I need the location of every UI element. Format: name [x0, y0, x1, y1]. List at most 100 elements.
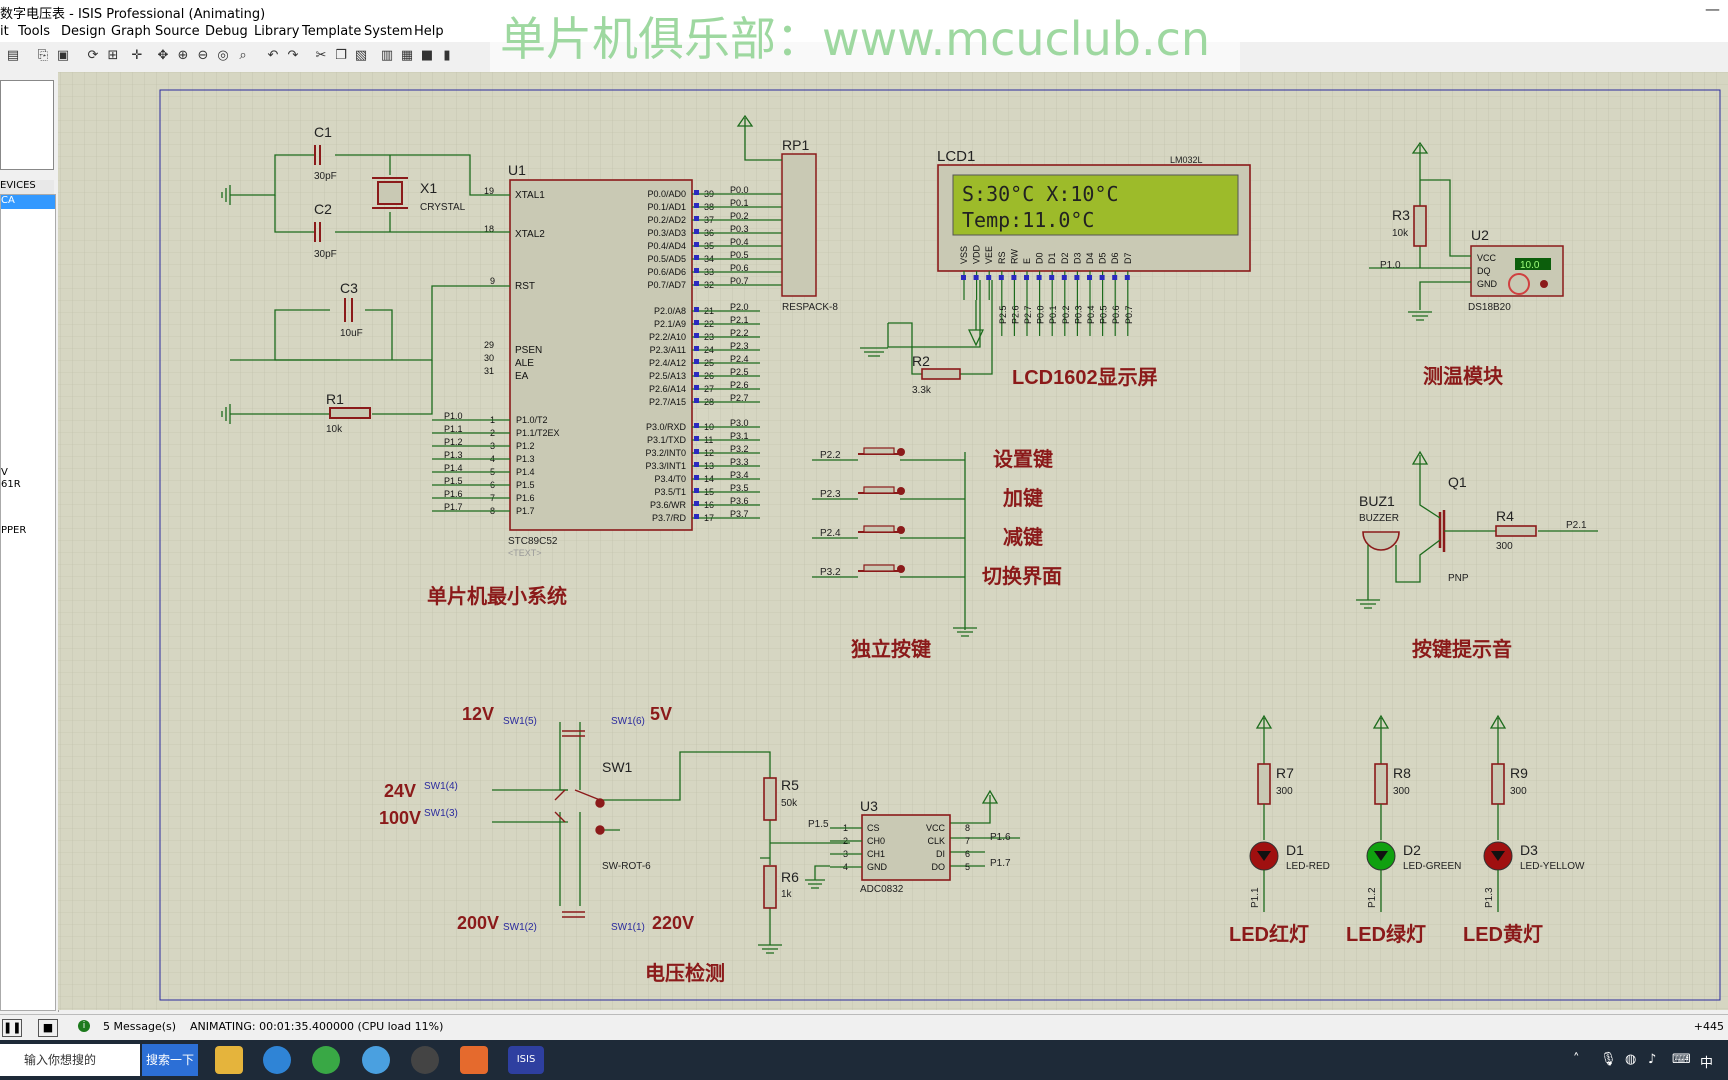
minimize-button[interactable]: — [1705, 0, 1720, 18]
refresh-icon[interactable]: ⟳ [87, 48, 99, 63]
menu-debug[interactable]: Debug [205, 24, 248, 39]
grid-icon[interactable]: ⊞ [107, 48, 119, 63]
key-switch-body[interactable] [863, 564, 895, 572]
menu-system[interactable]: System [364, 24, 413, 39]
menu-tools[interactable]: Tools [18, 24, 51, 39]
crystal-circuit[interactable] [221, 154, 510, 424]
adc-pin-number: 7 [965, 836, 970, 846]
section-label-voltage: 电压检测 [645, 961, 725, 985]
buzzer-circuit[interactable]: BUZ1 BUZZER Q1 PNP R4 300 P2.1 [1356, 450, 1598, 609]
overview-window[interactable] [0, 80, 54, 170]
lcd1602[interactable]: S:30°C X:10°C Temp:11.0°C LCD1 LM032L VS… [937, 148, 1251, 336]
pin-marker [694, 423, 699, 428]
menu-edit[interactable]: it [0, 24, 9, 39]
key-switch-body[interactable] [863, 525, 895, 533]
mcu-net-label: P3.1 [730, 431, 749, 441]
stop-button[interactable]: ■ [38, 1019, 58, 1037]
schematic-canvas[interactable]: U1 STC89C52 <TEXT> XTAL1 XTAL2 RST PSEN … [58, 72, 1728, 1010]
c3-value: 10uF [340, 328, 363, 339]
led-ref: D1 [1286, 842, 1304, 858]
u1-ref: U1 [508, 162, 526, 178]
key-switch-body[interactable] [863, 447, 895, 455]
copy-block-icon[interactable]: ❐ [335, 48, 347, 63]
device-list[interactable]: CA V 61R PPER [0, 194, 56, 1011]
block-copy-icon[interactable]: ▥ [380, 48, 394, 63]
block-rotate-icon[interactable]: ■ [420, 48, 434, 63]
key-switch-body[interactable] [863, 486, 895, 494]
menu-template[interactable]: Template [302, 24, 362, 39]
pin-marker [694, 190, 699, 195]
mcu-pin-label: P3.1/TXD [647, 435, 687, 445]
devices-header: EVICES [0, 180, 54, 195]
pin-marker [973, 275, 979, 280]
undo-icon[interactable]: ↶ [267, 48, 279, 63]
menu-help[interactable]: Help [414, 24, 444, 39]
section-label-keys: 独立按键 [851, 637, 931, 661]
block-move-icon[interactable]: ▦ [400, 48, 414, 63]
cut-icon[interactable]: ✂ [315, 48, 327, 63]
mcu-net-label: P1.1 [444, 424, 463, 434]
respack-rp1[interactable]: RP1 RESPACK-8 [736, 114, 838, 313]
device-list-item-selected[interactable]: CA [1, 195, 55, 209]
taskbar-search-button[interactable]: 搜索一下 [142, 1044, 198, 1076]
zoom-all-icon[interactable]: ◎ [217, 48, 229, 63]
file-explorer-icon[interactable] [215, 1046, 243, 1074]
input-language[interactable]: 中 [1700, 1056, 1714, 1071]
menu-source[interactable]: Source [155, 24, 200, 39]
led-resistor[interactable] [1374, 763, 1388, 805]
mcu-u1[interactable]: U1 STC89C52 <TEXT> XTAL1 XTAL2 RST PSEN … [432, 162, 782, 558]
obs-icon[interactable] [411, 1046, 439, 1074]
pause-button[interactable]: ❚❚ [2, 1019, 22, 1037]
info-icon[interactable]: i [78, 1020, 90, 1032]
pin-marker [694, 203, 699, 208]
u1-model: STC89C52 [508, 536, 558, 547]
export-icon[interactable]: ▣ [56, 48, 70, 63]
origin-icon[interactable]: ✛ [131, 48, 143, 63]
zoom-area-icon[interactable]: ⌕ [239, 48, 247, 63]
print-icon[interactable]: ▤ [6, 48, 20, 63]
device-list-item[interactable]: 61R [1, 479, 21, 490]
temp-sensor-ds18b20[interactable]: VCC DQ GND 10.0 U2 DS18B20 [1468, 227, 1564, 313]
led-power-wire [1489, 714, 1507, 764]
taskbar-search-input[interactable]: 输入你想搜的 [0, 1044, 140, 1076]
lcd-pin-label: VSS [959, 246, 969, 264]
block-delete-icon[interactable]: ▮ [443, 48, 451, 63]
redo-icon[interactable]: ↷ [287, 48, 299, 63]
media-app-icon[interactable] [460, 1046, 488, 1074]
browser-icon[interactable] [312, 1046, 340, 1074]
mcu-net-label: P3.4 [730, 470, 749, 480]
led-resistor[interactable] [1257, 763, 1271, 805]
section-label-led-red: LED红灯 [1229, 922, 1309, 946]
device-list-item[interactable]: V [1, 467, 8, 478]
paste-icon[interactable]: ▧ [354, 48, 368, 63]
device-list-item[interactable]: PPER [1, 525, 27, 536]
r2-ref: R2 [912, 353, 930, 369]
keyboard-icon[interactable]: ⌨ [1672, 1052, 1691, 1067]
isis-taskbar-icon[interactable]: ISIS [508, 1046, 544, 1074]
volume-icon[interactable]: ♪ [1648, 1052, 1657, 1067]
menu-design[interactable]: Design [61, 24, 106, 39]
copy-icon[interactable]: ⎘ [37, 48, 49, 63]
menu-graph[interactable]: Graph [111, 24, 151, 39]
zoom-in-icon[interactable]: ⊕ [177, 48, 189, 63]
led-resistor[interactable] [1491, 763, 1505, 805]
edge-browser-icon[interactable] [263, 1046, 291, 1074]
mcu-pin-label: P0.1/AD1 [647, 202, 686, 212]
tray-chevron-icon[interactable]: ˄ [1573, 1052, 1580, 1067]
mcu-pin-label: P0.5/AD5 [647, 254, 686, 264]
section-label-buzzer: 按键提示音 [1412, 637, 1512, 661]
microphone-icon[interactable]: 🎙 [1600, 1052, 1617, 1067]
messages-count[interactable]: 5 Message(s) [103, 1020, 177, 1033]
network-icon[interactable]: ◍ [1625, 1052, 1637, 1067]
rotary-switch-sw1[interactable] [492, 722, 1020, 954]
mcu-net-label: P1.5 [444, 476, 463, 486]
search-app-icon[interactable] [362, 1046, 390, 1074]
led-net-label: P1.2 [1367, 887, 1378, 908]
pin-marker [694, 501, 699, 506]
led-indicators[interactable]: R7300D1LED-REDP1.1R8300D2LED-GREENP1.2R9… [1249, 714, 1585, 912]
pan-icon[interactable]: ✥ [157, 48, 169, 63]
zoom-out-icon[interactable]: ⊖ [197, 48, 209, 63]
menu-library[interactable]: Library [254, 24, 300, 39]
